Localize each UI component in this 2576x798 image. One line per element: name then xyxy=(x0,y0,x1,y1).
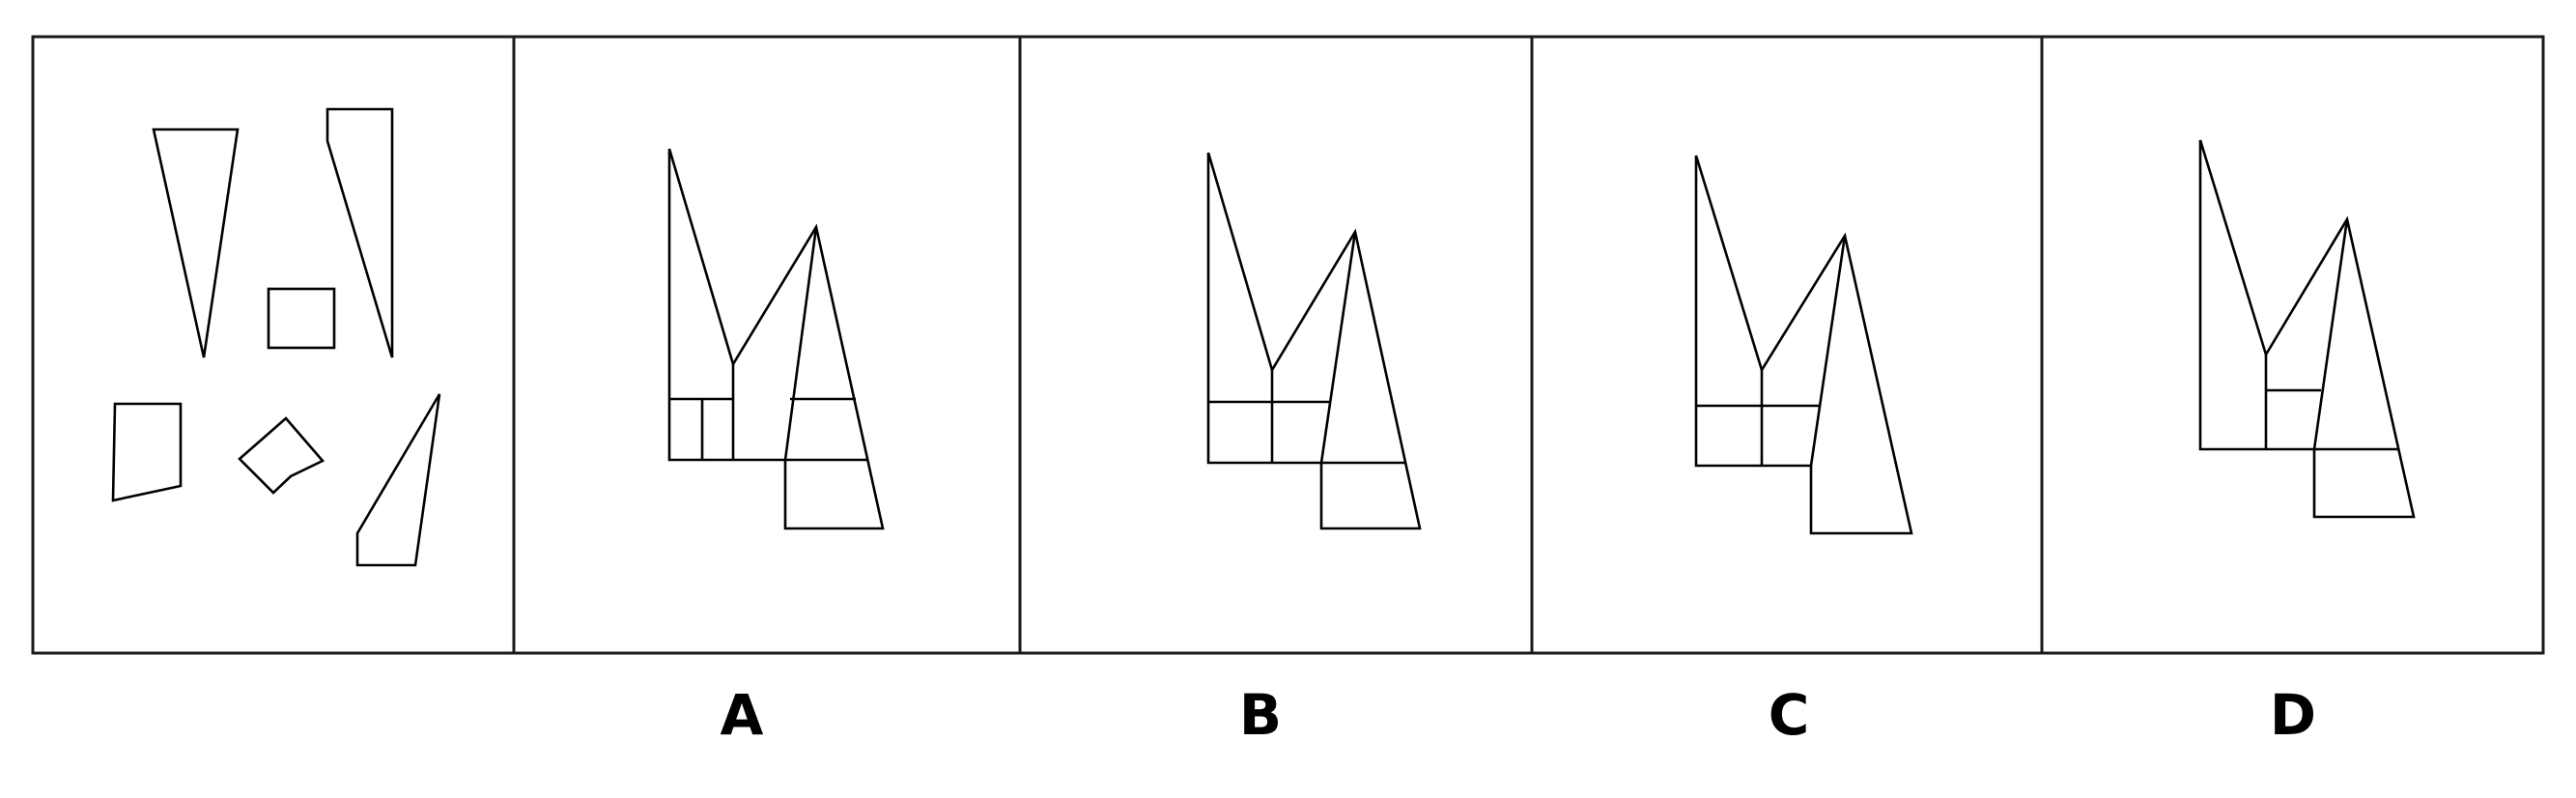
option-b-outline xyxy=(1206,152,1422,530)
option-a-label: A xyxy=(720,682,764,748)
option-d-label: D xyxy=(2269,682,2317,748)
option-d-outline xyxy=(2198,139,2416,519)
option-d-panel-frame xyxy=(2040,35,2545,655)
option-b-panel-frame xyxy=(1018,35,1534,655)
question-panel-frame xyxy=(31,35,516,655)
option-d-line xyxy=(2312,218,2349,450)
question-pieces xyxy=(111,107,441,567)
piece-tilted-square xyxy=(238,416,326,495)
option-b-figure xyxy=(1206,152,1422,530)
piece-tall-triangle xyxy=(152,128,240,358)
option-b-line xyxy=(1319,231,1357,464)
option-b-label: B xyxy=(1238,682,1283,748)
panel-frames xyxy=(31,35,2545,655)
piece-triangle-with-rect-base xyxy=(355,393,441,567)
option-c-figure xyxy=(1694,155,1913,535)
option-d-figure xyxy=(2198,139,2416,519)
option-a-line xyxy=(783,226,818,461)
piece-quadrilateral xyxy=(111,402,183,502)
option-c-panel-frame xyxy=(1530,35,2044,655)
option-a-figure xyxy=(667,148,885,530)
option-a-outline xyxy=(667,148,885,530)
option-c-label: C xyxy=(1768,682,1810,748)
piece-right-triangle-with-cap xyxy=(326,107,394,358)
option-c-line xyxy=(1809,235,1847,467)
option-c-outline xyxy=(1694,155,1913,535)
piece-small-rectangle xyxy=(267,287,336,350)
option-a-panel-frame xyxy=(512,35,1022,655)
